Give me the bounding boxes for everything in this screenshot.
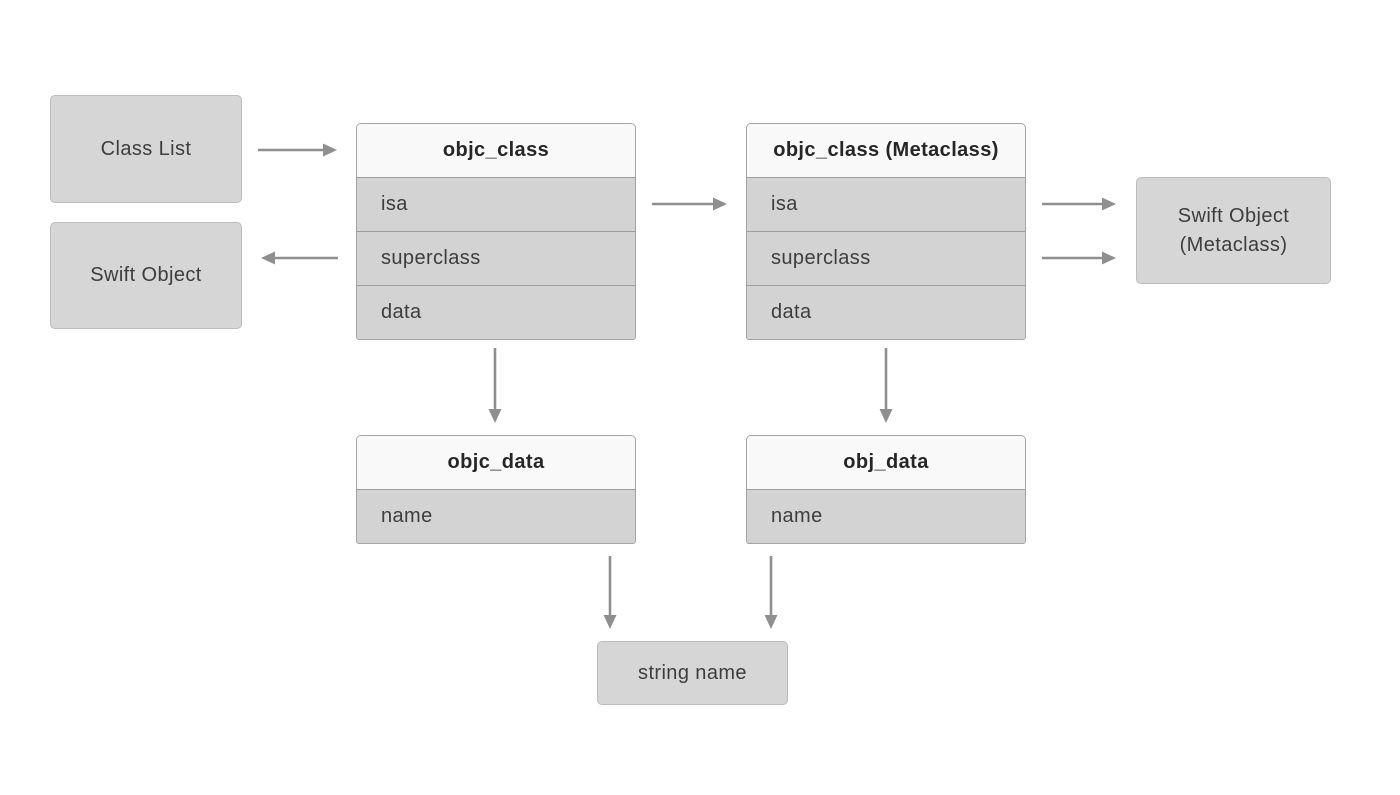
- class-list-label: Class List: [100, 137, 192, 160]
- table-row-isa: isa: [747, 177, 1025, 231]
- class-list-box: Class List: [50, 95, 242, 203]
- swift-object-box: Swift Object: [50, 222, 242, 329]
- table-row-name: name: [747, 489, 1025, 543]
- table-row-isa: isa: [357, 177, 635, 231]
- obj-data-table-title: obj_data: [747, 436, 1025, 489]
- string-name-label: string name: [638, 661, 747, 684]
- table-row-name: name: [357, 489, 635, 543]
- objc-class-metaclass-table-title: objc_class (Metaclass): [747, 124, 1025, 177]
- objc-data-table-title: objc_data: [357, 436, 635, 489]
- swift-object-label: Swift Object: [90, 264, 202, 286]
- objc-class-metaclass-table: objc_class (Metaclass) isa superclass da…: [746, 123, 1026, 340]
- objc-data-table: objc_data name: [356, 435, 636, 544]
- table-row-superclass: superclass: [357, 231, 635, 285]
- swift-object-metaclass-box: Swift Object (Metaclass): [1136, 177, 1331, 284]
- string-name-box: string name: [597, 641, 788, 705]
- table-row-superclass: superclass: [747, 231, 1025, 285]
- swift-object-metaclass-label-line1: Swift Object: [1177, 204, 1290, 227]
- objc-class-table-title: objc_class: [357, 124, 635, 177]
- table-row-data: data: [747, 285, 1025, 339]
- swift-object-metaclass-label-line2: (Metaclass): [1179, 233, 1288, 256]
- table-row-data: data: [357, 285, 635, 339]
- objc-class-table: objc_class isa superclass data: [356, 123, 636, 340]
- obj-data-table: obj_data name: [746, 435, 1026, 544]
